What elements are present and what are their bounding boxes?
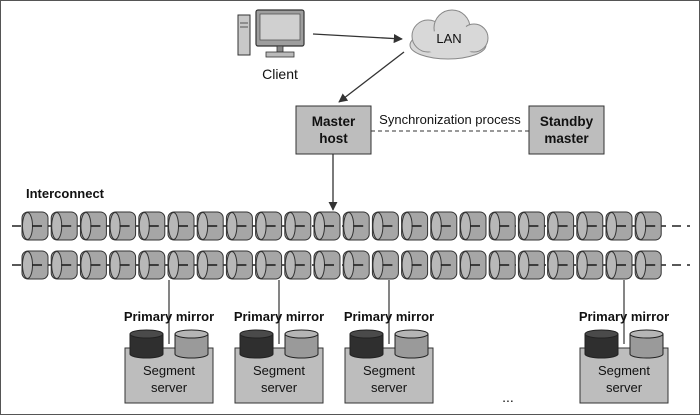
interconnect-cylinder [342, 211, 370, 241]
segment-label-line2: server [371, 380, 408, 395]
segment-label-line2: server [606, 380, 643, 395]
interconnect-cylinder [313, 211, 341, 241]
primary-disk-icon [129, 329, 164, 359]
interconnect-cylinder [401, 250, 429, 280]
interconnect-cylinder [255, 250, 283, 280]
interconnect-cylinder [255, 211, 283, 241]
interconnect-cylinder [167, 211, 195, 241]
interconnect-cylinder [634, 211, 662, 241]
primary-disk-icon [239, 329, 274, 359]
interconnect-cylinder [21, 250, 49, 280]
lan-label: LAN [436, 31, 461, 46]
sync-label: Synchronization process [379, 112, 521, 127]
master-host-line2: host [319, 131, 348, 146]
client-label: Client [262, 66, 298, 82]
interconnect-cylinder [109, 250, 137, 280]
lan-to-master-arrow [338, 51, 405, 103]
segment-label-line2: server [261, 380, 298, 395]
interconnect-cylinder [109, 211, 137, 241]
standby-master-line2: master [544, 131, 589, 146]
mirror-disk-icon [284, 329, 319, 359]
segment-label-line1: Segment [598, 363, 650, 378]
interconnect-label: Interconnect [26, 186, 105, 201]
interconnect-cylinder [167, 250, 195, 280]
interconnect-cylinder [225, 211, 253, 241]
master-host-line1: Master [312, 114, 356, 129]
mirror-disk-icon [629, 329, 664, 359]
interconnect-cylinder [605, 211, 633, 241]
interconnect-cylinder [284, 211, 312, 241]
interconnect-cylinder [430, 211, 458, 241]
primary-disk-icon [349, 329, 384, 359]
primary-mirror-label: Primary mirror [234, 309, 324, 324]
interconnect-row-2 [12, 250, 690, 280]
interconnect-cylinder [138, 211, 166, 241]
interconnect-cylinder [196, 211, 224, 241]
computer-icon [237, 9, 305, 58]
interconnect-cylinder [517, 250, 545, 280]
interconnect-cylinder [342, 250, 370, 280]
client-to-lan-arrow [312, 33, 403, 44]
interconnect-cylinder [21, 211, 49, 241]
interconnect-cylinder [50, 250, 78, 280]
interconnect-cylinder [313, 250, 341, 280]
cloud-icon [409, 9, 489, 60]
interconnect-cylinder [138, 250, 166, 280]
ellipsis: ... [502, 389, 514, 405]
interconnect-cylinder [576, 250, 604, 280]
mirror-disk-icon [174, 329, 209, 359]
interconnect-cylinder [488, 250, 516, 280]
interconnect-cylinder [547, 211, 575, 241]
interconnect-cylinder [517, 211, 545, 241]
interconnect-cylinder [79, 250, 107, 280]
standby-master-box [528, 105, 605, 155]
interconnect-cylinder [284, 250, 312, 280]
standby-master-line1: Standby [540, 114, 594, 129]
interconnect-cylinder [488, 211, 516, 241]
master-host-box [295, 105, 372, 155]
interconnect-cylinder [547, 250, 575, 280]
interconnect-cylinder [50, 211, 78, 241]
interconnect-row-1 [12, 211, 690, 241]
segment-label-line1: Segment [363, 363, 415, 378]
interconnect-cylinder [371, 211, 399, 241]
interconnect-cylinder [225, 250, 253, 280]
primary-mirror-label: Primary mirror [344, 309, 434, 324]
primary-disk-icon [584, 329, 619, 359]
interconnect-cylinder [79, 211, 107, 241]
primary-mirror-label: Primary mirror [579, 309, 669, 324]
interconnect-cylinder [371, 250, 399, 280]
mirror-disk-icon [394, 329, 429, 359]
segment-label-line1: Segment [253, 363, 305, 378]
interconnect-cylinder [401, 211, 429, 241]
interconnect-cylinder [430, 250, 458, 280]
interconnect-cylinder [634, 250, 662, 280]
segment-label-line1: Segment [143, 363, 195, 378]
interconnect-cylinder [605, 250, 633, 280]
interconnect-cylinder [196, 250, 224, 280]
interconnect-cylinder [576, 211, 604, 241]
interconnect-cylinder [459, 250, 487, 280]
interconnect-cylinder [459, 211, 487, 241]
segment-label-line2: server [151, 380, 188, 395]
primary-mirror-label: Primary mirror [124, 309, 214, 324]
